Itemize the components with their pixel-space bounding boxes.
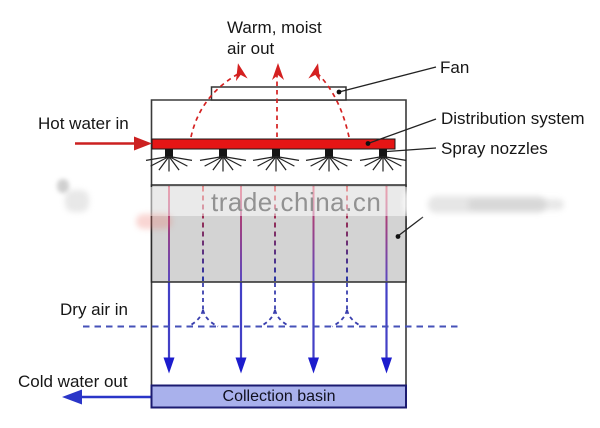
warm-air-line1: Warm, moist	[227, 18, 322, 37]
hot-water-in-label: Hot water in	[38, 114, 129, 133]
warm-air-line2: air out	[227, 39, 275, 58]
spray-nozzles-label: Spray nozzles	[441, 139, 548, 158]
fan-housing	[210, 86, 347, 101]
warm-moist-air-out-label: Warm, moist air out	[227, 17, 322, 59]
collection-basin	[150, 384, 407, 409]
fan-label: Fan	[440, 58, 470, 77]
rising-air-curves-icon	[187, 282, 363, 328]
spray-nozzles-leader-line	[386, 147, 437, 153]
falling-water-arrows-icon	[162, 281, 394, 375]
warm-air-arrowheads-icon	[235, 63, 321, 82]
leader-dots	[336, 89, 401, 239]
cold-water-out-arrow-icon	[62, 389, 152, 405]
leader-lines	[338, 66, 437, 237]
spray-nozzles-icons	[145, 148, 407, 173]
fill-leader-line	[397, 216, 424, 237]
fan-leader-line	[338, 66, 437, 93]
cold-water-out-label: Cold water out	[18, 372, 128, 391]
dry-air-in-label: Dry air in	[60, 300, 129, 319]
collection-basin-label: Collection basin	[222, 388, 336, 405]
hot-water-in-arrow-icon	[75, 136, 152, 151]
warm-air-out-arrows-icon	[190, 73, 350, 138]
air-streams-icon	[202, 186, 348, 281]
distribution-pipe	[151, 138, 396, 150]
watermark-text: trade.china.cn	[211, 187, 382, 217]
distribution-leader-line	[367, 118, 437, 145]
distribution-system-label: Distribution system	[441, 109, 585, 128]
